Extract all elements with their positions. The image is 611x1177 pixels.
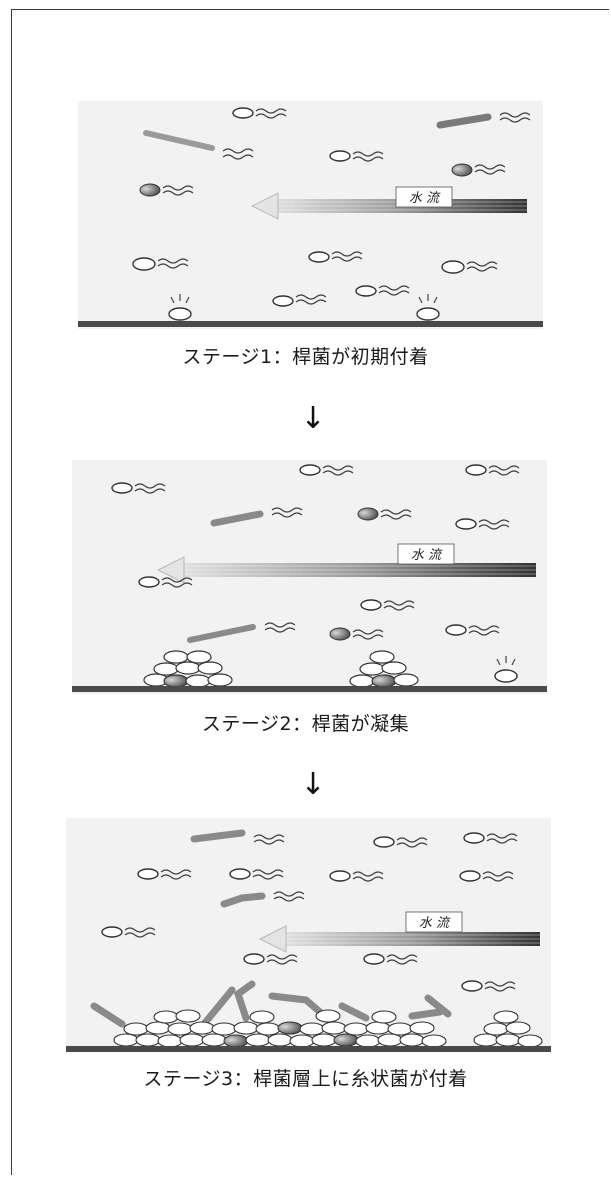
filament [190, 829, 246, 843]
bacterium-cell [329, 870, 351, 882]
bacterium-cell [455, 518, 477, 530]
bacterium-cell [363, 953, 385, 965]
flow-label: 水 流 [409, 191, 441, 206]
stage1-illustration: 水 流 [78, 107, 543, 327]
bacterium-cell [308, 251, 330, 263]
bacterium-cell [441, 260, 465, 274]
filament [187, 624, 256, 643]
flow-label-box [397, 543, 455, 565]
flow-arrow [250, 192, 527, 220]
filament [143, 130, 215, 151]
bacterium-cell [463, 832, 485, 844]
stage1-caption: ステージ1：桿菌が初期付着 [182, 346, 429, 368]
dark-cell [357, 507, 379, 521]
surface [66, 1046, 551, 1052]
attached-cell [168, 307, 192, 321]
bacterium-cell [461, 980, 483, 992]
attached-cell [494, 669, 518, 683]
figure-frame [11, 9, 609, 1175]
cell-aggregate [143, 650, 233, 688]
bacterium-cell [445, 624, 467, 636]
biofilm-layer [113, 1009, 543, 1048]
filament [210, 510, 264, 527]
bacterium-cell [299, 464, 321, 476]
bacterium-cell [329, 150, 351, 162]
flow-label-box [405, 911, 463, 933]
down-arrow-1: ↓ [300, 401, 326, 436]
stage2-illustration: 水 流 [72, 464, 547, 692]
attached-filaments [90, 980, 452, 1028]
dark-cell [139, 183, 161, 197]
bacterium-cell [138, 576, 160, 588]
cell-aggregate [349, 650, 419, 688]
filament [436, 113, 492, 129]
bacterium-cell [373, 836, 395, 848]
down-arrow-2: ↓ [300, 767, 326, 802]
dark-cell [451, 163, 473, 177]
bacterium-cell [137, 868, 159, 880]
stage3-illustration: 水 流 [66, 829, 551, 1052]
bacterium-cell [229, 868, 251, 880]
flow-label: 水 流 [419, 916, 451, 931]
flow-arrow [156, 556, 536, 584]
filament [220, 892, 266, 908]
attached-cell [416, 307, 440, 321]
bacterium-cell [111, 482, 133, 494]
stage2-panel: 水 流 [72, 460, 547, 694]
bacterium-cell [272, 295, 294, 307]
bacterium-cell [459, 870, 481, 882]
bacterium-cell [355, 285, 377, 297]
flow-label: 水 流 [411, 548, 443, 563]
bacterium-cell [465, 464, 487, 476]
stage3-caption: ステージ3：桿菌層上に糸状菌が付着 [143, 1068, 468, 1090]
flow-label-box [395, 186, 453, 208]
flow-arrow [258, 925, 540, 953]
bacterium-cell [101, 926, 123, 938]
surface [78, 321, 543, 327]
stage1-panel: 水 流 [78, 101, 543, 329]
bacterium-cell [360, 599, 382, 611]
stage2-caption: ステージ2：桿菌が凝集 [201, 713, 410, 735]
bacterium-cell [132, 257, 156, 271]
surface [72, 686, 547, 692]
bacterium-cell [232, 107, 254, 119]
stage3-panel: 水 流 [66, 818, 551, 1052]
dark-cell [329, 627, 351, 641]
bacterium-cell [243, 953, 265, 965]
